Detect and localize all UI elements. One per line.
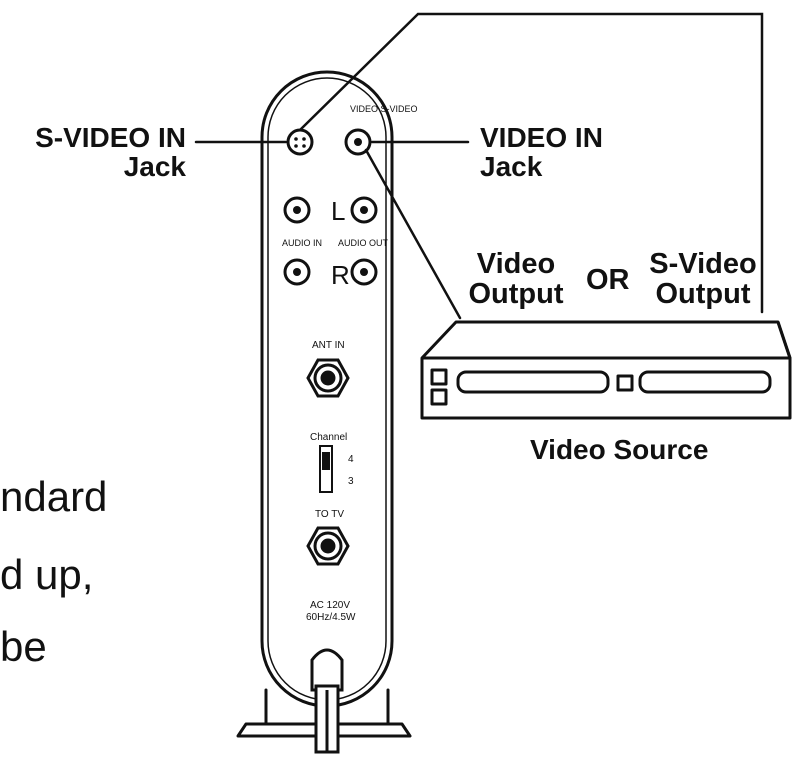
cut-off-text-line2: d up, — [0, 551, 94, 598]
to-tv-connector — [306, 526, 350, 566]
svideo-in-text-line1: S-VIDEO IN — [35, 122, 186, 153]
cut-off-text-line1: ndard — [0, 473, 108, 520]
video-svideo-label: VIDEO S-VIDEO — [350, 104, 418, 114]
video-in-jack — [344, 128, 372, 156]
to-tv-label: TO TV — [315, 509, 344, 520]
power-rating-line2: 60Hz/4.5W — [306, 612, 356, 623]
video-source-label: Video Source — [530, 434, 709, 465]
channel-3-label: 3 — [348, 476, 354, 487]
video-in-text-line2: Jack — [480, 150, 543, 182]
svideo-in-callout: S-VIDEO IN Jack — [14, 122, 186, 182]
video-in-text-line1: VIDEO IN — [480, 122, 603, 153]
channel-4-label: 4 — [348, 454, 354, 465]
video-output-callout: Video Output — [462, 248, 570, 310]
audio-out-left-jack — [350, 196, 378, 224]
power-rating-line1: AC 120V — [310, 600, 350, 611]
video-output-text-line2: Output — [468, 277, 564, 310]
audio-out-right-jack — [350, 258, 378, 286]
svideo-cable — [298, 12, 764, 314]
svideo-output-text-line1: S-Video — [649, 248, 757, 280]
ant-in-label: ANT IN — [312, 340, 345, 351]
svideo-output-callout: S-Video Output — [642, 248, 764, 310]
audio-in-label: AUDIO IN — [282, 238, 322, 248]
video-in-callout: VIDEO IN Jack — [480, 122, 603, 182]
video-source-device — [420, 320, 792, 420]
svideo-in-jack — [286, 128, 314, 156]
audio-in-right-jack — [283, 258, 311, 286]
left-channel-label: L — [331, 196, 345, 226]
channel-switch — [319, 445, 333, 493]
right-channel-label: R — [331, 260, 350, 290]
channel-label: Channel — [310, 432, 347, 443]
svideo-in-text-line2: Jack — [123, 150, 186, 182]
audio-in-left-jack — [283, 196, 311, 224]
audio-out-label: AUDIO OUT — [338, 238, 389, 248]
power-cord — [310, 648, 344, 754]
svideo-output-text-line2: Output — [655, 277, 751, 310]
cut-off-text-line3: be — [0, 623, 47, 670]
or-label: OR — [586, 264, 630, 296]
ant-in-connector — [306, 358, 350, 398]
video-output-text-line1: Video — [476, 248, 556, 280]
video-cable — [364, 148, 462, 320]
